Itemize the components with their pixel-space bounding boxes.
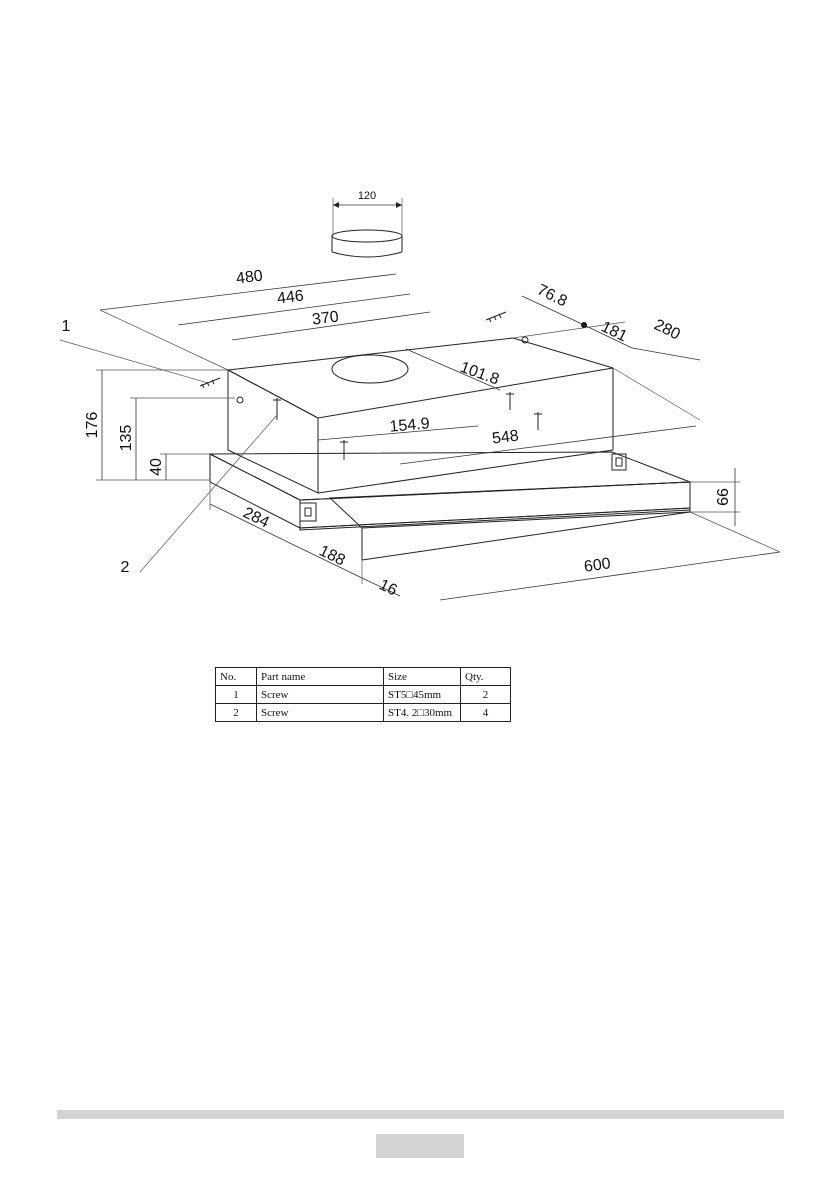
- dimension-lines: [59, 273, 781, 601]
- screw-icon: [273, 398, 281, 420]
- header-part-name: Part name: [256, 667, 384, 686]
- screws: [199, 311, 587, 460]
- duct-collar: [331, 198, 403, 258]
- dim-284: 284: [240, 504, 272, 531]
- cell-qty: 4: [460, 703, 511, 722]
- screw-icon: [485, 311, 507, 323]
- cell-qty: 2: [460, 685, 511, 704]
- table-row: 2 Screw ST4. 2□30mm 4: [215, 703, 511, 722]
- screw-icon: [199, 377, 221, 389]
- screw-icon: [340, 440, 348, 460]
- dim-446: 446: [276, 287, 305, 307]
- cell-size: ST5□45mm: [383, 685, 461, 704]
- screw-icon: [506, 392, 514, 410]
- cell-no: 2: [215, 703, 257, 722]
- cell-no: 1: [215, 685, 257, 704]
- table-row: 1 Screw ST5□45mm 2: [215, 685, 511, 704]
- page-number-tab: [376, 1134, 464, 1158]
- callout-2: 2: [121, 559, 130, 576]
- dim-76-8: 76.8: [534, 281, 570, 310]
- cell-part-name: Screw: [256, 685, 384, 704]
- dim-40: 40: [148, 458, 165, 476]
- dimension-labels: 120 480 446 370 76.8 181 280 101.8 154.9…: [62, 190, 732, 600]
- dim-135: 135: [118, 425, 135, 452]
- header-no: No.: [215, 667, 257, 686]
- dim-16: 16: [376, 576, 400, 599]
- footer-bar: [57, 1110, 784, 1119]
- dim-280: 280: [651, 316, 683, 343]
- dim-66: 66: [715, 488, 732, 506]
- cell-size: ST4. 2□30mm: [383, 703, 461, 722]
- header-qty: Qty.: [460, 667, 511, 686]
- parts-table: No. Part name Size Qty. 1 Screw ST5□45mm…: [215, 667, 511, 722]
- dim-101-8: 101.8: [458, 359, 502, 389]
- dim-370: 370: [311, 308, 340, 328]
- screw-icon: [534, 412, 542, 430]
- table-header-row: No. Part name Size Qty.: [215, 667, 511, 686]
- dim-176: 176: [84, 412, 101, 439]
- dim-154-9: 154.9: [389, 415, 430, 435]
- callout-1: 1: [62, 318, 71, 335]
- dim-480: 480: [235, 267, 264, 287]
- dim-181: 181: [598, 318, 630, 345]
- cell-part-name: Screw: [256, 703, 384, 722]
- dim-188: 188: [316, 542, 348, 569]
- dim-548: 548: [491, 427, 520, 447]
- dim-600: 600: [583, 555, 612, 576]
- header-size: Size: [383, 667, 461, 686]
- dim-120: 120: [358, 190, 376, 202]
